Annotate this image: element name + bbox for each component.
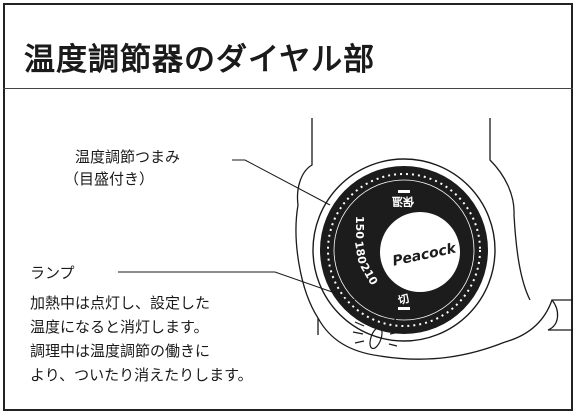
lamp-callout-label: ランプ	[30, 264, 75, 282]
lamp-light-icon	[352, 318, 400, 350]
page-title: 温度調節器のダイヤル部	[24, 42, 376, 78]
controller-housing	[295, 118, 573, 360]
temperature-dial	[312, 158, 496, 342]
dial-mark-180: 180	[352, 240, 369, 265]
lamp-description-line: 加熱中は点灯し、設定した	[30, 294, 211, 312]
dial-mark-off: 切	[397, 292, 411, 307]
lamp-description-line: より、ついたり消えたりします。	[30, 366, 253, 384]
lamp-leader-line	[118, 271, 356, 301]
knob-callout-sublabel: （目盛付き）	[64, 170, 155, 188]
dial-mark-150: 150	[353, 216, 366, 239]
lamp-description: 加熱中は点灯し、設定した 温度になると消灯します。 調理中は温度調節の働きに よ…	[30, 291, 253, 387]
dial-tick	[398, 307, 410, 310]
dial-tick	[398, 190, 410, 193]
knob-callout-label: 温度調節つまみ	[75, 148, 181, 166]
title-divider	[3, 88, 573, 89]
lamp-description-line: 温度になると消灯します。	[30, 318, 209, 336]
dial-mark-keep-warm: 保温	[392, 195, 415, 209]
knob-leader-line	[232, 159, 331, 206]
lamp-description-line: 調理中は温度調節の働きに	[30, 342, 211, 360]
